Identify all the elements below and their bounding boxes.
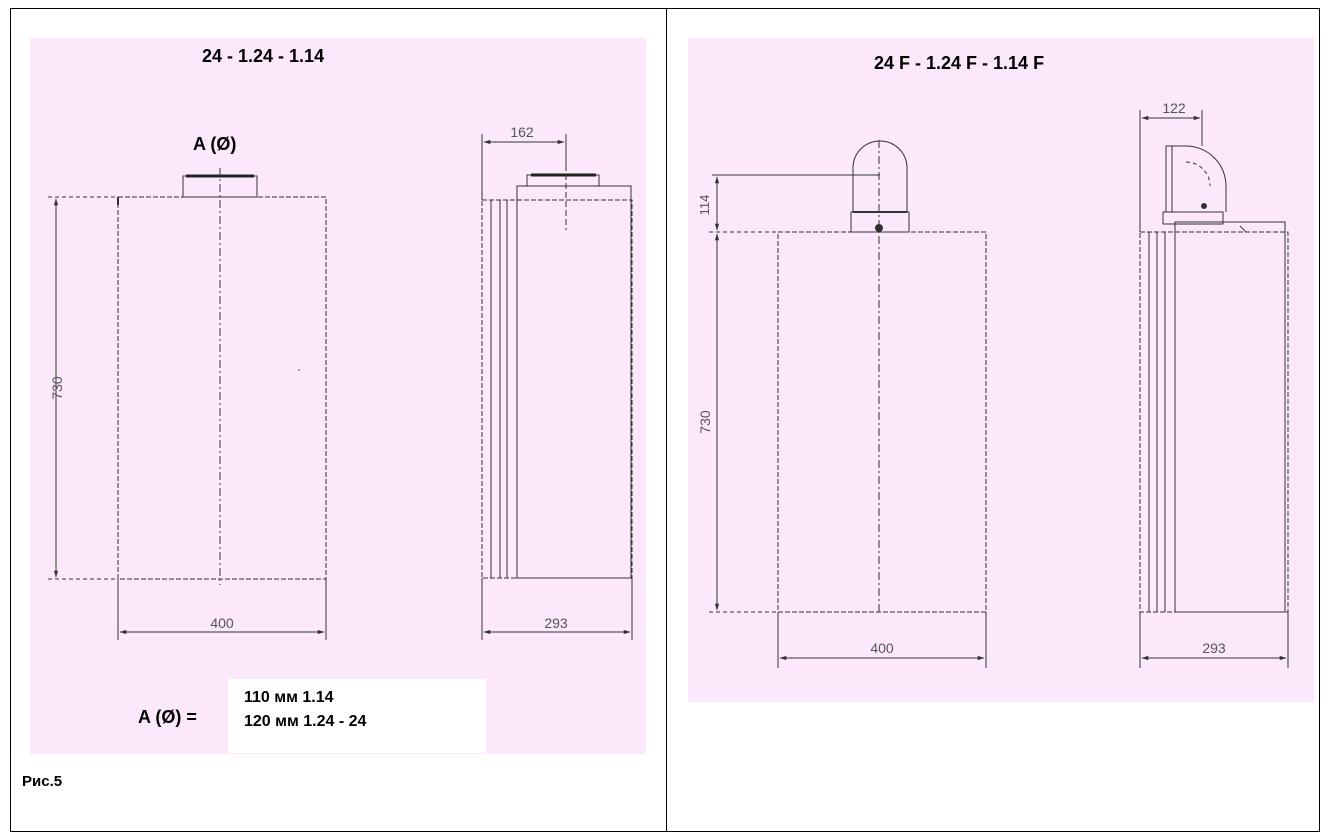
right-front-view <box>712 140 987 613</box>
figure-label: Рис.5 <box>22 773 63 790</box>
left-height-dimension <box>48 196 118 580</box>
right-flue-dimension <box>709 176 778 233</box>
left-depth-label: 293 <box>544 615 568 631</box>
legend-line-2: 120 мм 1.24 - 24 <box>244 713 367 730</box>
right-top-label: 122 <box>1162 100 1186 116</box>
right-depth-dimension <box>1139 612 1289 668</box>
left-height-label: 730 <box>49 376 65 400</box>
right-panel-title: 24 F - 1.24 F - 1.14 F <box>874 53 1045 73</box>
left-side-view <box>481 165 633 579</box>
right-side-view <box>1139 145 1289 613</box>
right-width-dimension <box>777 612 987 668</box>
left-top-label: 162 <box>510 124 534 140</box>
legend-line-1: 110 мм 1.14 <box>244 689 334 706</box>
label-a-diameter: A (Ø) <box>193 134 237 154</box>
right-flue-label: 114 <box>697 195 712 216</box>
legend-box <box>228 679 486 753</box>
right-height-dimension <box>709 233 778 613</box>
left-depth-dimension <box>481 578 633 640</box>
left-width-dimension <box>117 579 327 640</box>
center-divider <box>666 8 667 832</box>
right-drawing-panel <box>688 38 1314 702</box>
right-width-label: 400 <box>870 640 894 656</box>
left-front-view <box>117 168 327 585</box>
left-drawing-panel <box>30 38 646 754</box>
left-panel-title: 24 - 1.24 - 1.14 <box>202 46 325 66</box>
right-top-dimension <box>1139 110 1203 232</box>
right-depth-label: 293 <box>1202 640 1226 656</box>
legend-label: A (Ø) = <box>138 707 197 727</box>
outer-frame <box>10 8 1320 832</box>
left-top-dimension <box>481 134 567 200</box>
left-width-label: 400 <box>210 615 234 631</box>
right-height-label: 730 <box>697 410 713 434</box>
